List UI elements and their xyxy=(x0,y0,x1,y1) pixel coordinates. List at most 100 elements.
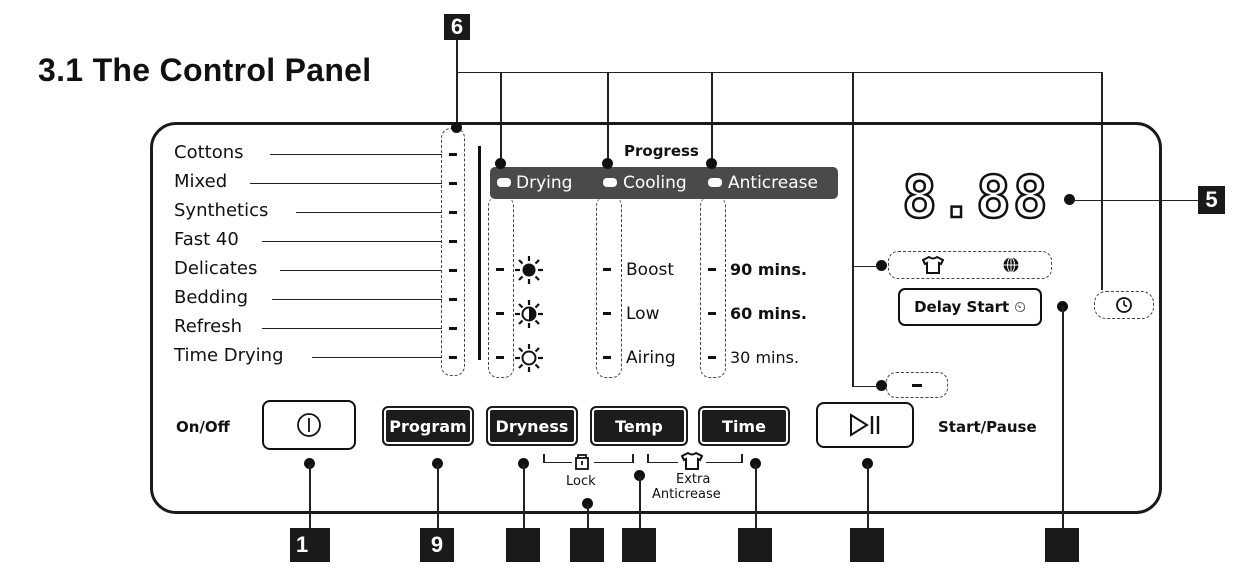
program-leader xyxy=(262,328,442,329)
program-leader xyxy=(272,299,442,300)
lock-icon xyxy=(575,454,589,470)
callout-dryness-dot xyxy=(518,458,529,469)
cupboard-dry-icon xyxy=(515,300,543,328)
delay-start-label: Delay Start xyxy=(914,298,1010,316)
leader-delay-indicator xyxy=(1101,72,1103,290)
dryness-button[interactable]: Dryness xyxy=(486,406,578,446)
dryness-led xyxy=(496,312,504,315)
temp-button[interactable]: Temp xyxy=(590,406,688,446)
delay-indicator xyxy=(1094,291,1154,319)
progress-led-anticrease xyxy=(708,178,722,187)
leader-top-horizontal xyxy=(456,72,1102,73)
leader-time xyxy=(755,464,757,528)
leader-options-h xyxy=(852,266,880,267)
anticrease-bracket-right-tick xyxy=(741,454,743,463)
callout-lock xyxy=(570,528,604,562)
program-leader xyxy=(296,212,442,213)
program-button[interactable]: Program xyxy=(382,406,474,446)
progress-anticrease: Anticrease xyxy=(728,173,818,193)
program-fast-40: Fast 40 xyxy=(174,229,239,250)
control-panel-frame xyxy=(150,122,1162,514)
callout-1-number: 1 xyxy=(296,532,309,557)
callout-cooling-dot xyxy=(602,158,613,169)
leader-start-indicator xyxy=(852,386,880,387)
progress-cooling: Cooling xyxy=(623,173,687,193)
time-60: 60 mins. xyxy=(730,304,807,323)
callout-6-dot xyxy=(451,122,462,133)
program-led xyxy=(449,269,457,272)
program-leader xyxy=(312,357,442,358)
leader-cooling xyxy=(607,72,609,164)
lock-bracket-left xyxy=(544,462,572,463)
on-off-button[interactable] xyxy=(262,400,356,450)
progress-led-drying xyxy=(497,178,511,187)
start-pause-led xyxy=(912,384,922,387)
extra-dry-icon xyxy=(515,256,543,284)
leader-9 xyxy=(437,464,439,528)
lock-bracket-left-tick xyxy=(543,454,545,463)
callout-delay xyxy=(1045,528,1079,562)
start-pause-button[interactable] xyxy=(816,402,914,448)
leader-options xyxy=(852,72,854,386)
extra-anticrease-label-2: Anticrease xyxy=(652,487,721,502)
program-led xyxy=(449,298,457,301)
leader-dryness xyxy=(523,464,525,528)
temp-airing: Airing xyxy=(626,348,676,368)
iron-dry-icon xyxy=(515,344,543,372)
start-pause-label: Start/Pause xyxy=(938,418,1037,436)
callout-onoff-dot xyxy=(304,458,315,469)
globe-icon xyxy=(1003,257,1019,273)
temp-led xyxy=(603,312,611,315)
callout-temp-dot xyxy=(634,470,645,481)
leader-start xyxy=(867,464,869,528)
program-indicators xyxy=(441,128,465,376)
program-refresh: Refresh xyxy=(174,316,242,337)
leader-anticrease xyxy=(711,72,713,164)
time-90: 90 mins. xyxy=(730,260,807,279)
program-led xyxy=(449,182,457,185)
extra-anticrease-shirt-icon xyxy=(681,452,703,470)
delay-start-button[interactable]: Delay Start ⏲ xyxy=(898,288,1042,326)
time-led xyxy=(708,356,716,359)
callout-anticrease-dot xyxy=(706,158,717,169)
callout-dryness xyxy=(506,528,540,562)
program-led xyxy=(449,153,457,156)
extra-anticrease-label-1: Extra xyxy=(676,472,711,487)
dryness-led xyxy=(496,356,504,359)
program-led xyxy=(449,211,457,214)
program-led xyxy=(449,240,457,243)
leader-drying xyxy=(500,72,502,164)
lock-bracket-right xyxy=(594,462,632,463)
lock-bracket-right-tick xyxy=(632,454,634,463)
program-leader xyxy=(250,183,442,184)
callout-5: 5 xyxy=(1198,186,1225,214)
program-cottons: Cottons xyxy=(174,142,244,163)
anticrease-bracket-right xyxy=(706,462,742,463)
lock-label: Lock xyxy=(566,474,596,489)
callout-temp xyxy=(622,528,656,562)
program-leader xyxy=(280,270,442,271)
leader-5 xyxy=(1072,200,1198,201)
callout-6: 6 xyxy=(444,14,470,40)
temp-boost: Boost xyxy=(626,260,674,280)
callout-start-dot xyxy=(862,458,873,469)
power-icon xyxy=(297,413,321,437)
temp-led xyxy=(603,268,611,271)
page-title: 3.1 The Control Panel xyxy=(38,52,372,88)
progress-led-cooling xyxy=(603,178,617,187)
temp-indicators xyxy=(596,196,622,378)
delay-clock-icon xyxy=(1116,297,1132,313)
progress-header: Progress xyxy=(624,142,699,160)
start-pause-indicator-dot xyxy=(876,380,887,391)
program-synthetics: Synthetics xyxy=(174,200,269,221)
callout-9: 9 xyxy=(420,528,454,562)
option-indicators-dot xyxy=(876,260,887,271)
program-leader xyxy=(262,241,442,242)
program-mixed: Mixed xyxy=(174,171,228,192)
program-led xyxy=(449,356,457,359)
callout-time xyxy=(738,528,772,562)
time-button[interactable]: Time xyxy=(698,406,790,446)
option-indicators xyxy=(888,251,1052,279)
leader-lock xyxy=(587,504,589,528)
onoff-label: On/Off xyxy=(176,418,230,436)
